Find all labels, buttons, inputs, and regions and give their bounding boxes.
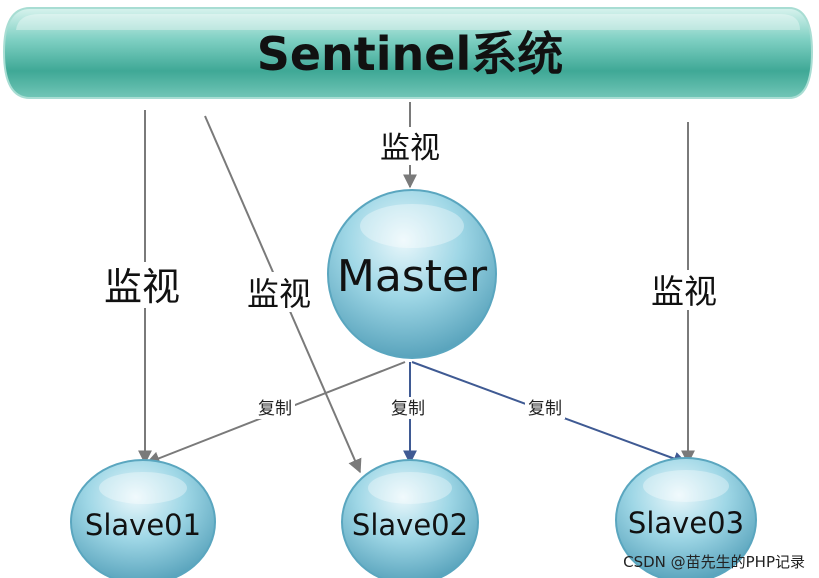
replicate-label-slave02: 复制 bbox=[391, 399, 425, 419]
slave02-node: Slave02 bbox=[341, 459, 479, 578]
replicate-label-slave01: 复制 bbox=[258, 399, 292, 419]
slave03-label: Slave03 bbox=[628, 506, 744, 540]
watermark-text: CSDN @苗先生的PHP记录 bbox=[623, 553, 805, 571]
slave02-label: Slave02 bbox=[352, 508, 468, 542]
replicate-label-slave03: 复制 bbox=[528, 399, 562, 419]
monitor-label-slave02: 监视 bbox=[247, 275, 311, 313]
master-node: Master bbox=[327, 189, 497, 359]
slave01-node: Slave01 bbox=[70, 459, 216, 578]
monitor-label-slave01: 监视 bbox=[104, 265, 180, 309]
banner-title: Sentinel系统 bbox=[257, 27, 564, 81]
master-label: Master bbox=[337, 251, 488, 302]
slave01-label: Slave01 bbox=[85, 508, 201, 542]
monitor-label-master: 监视 bbox=[380, 131, 440, 166]
monitor-label-slave03: 监视 bbox=[651, 272, 717, 311]
sentinel-banner: Sentinel系统 bbox=[2, 7, 814, 99]
slave03-node: Slave03 bbox=[615, 457, 757, 578]
